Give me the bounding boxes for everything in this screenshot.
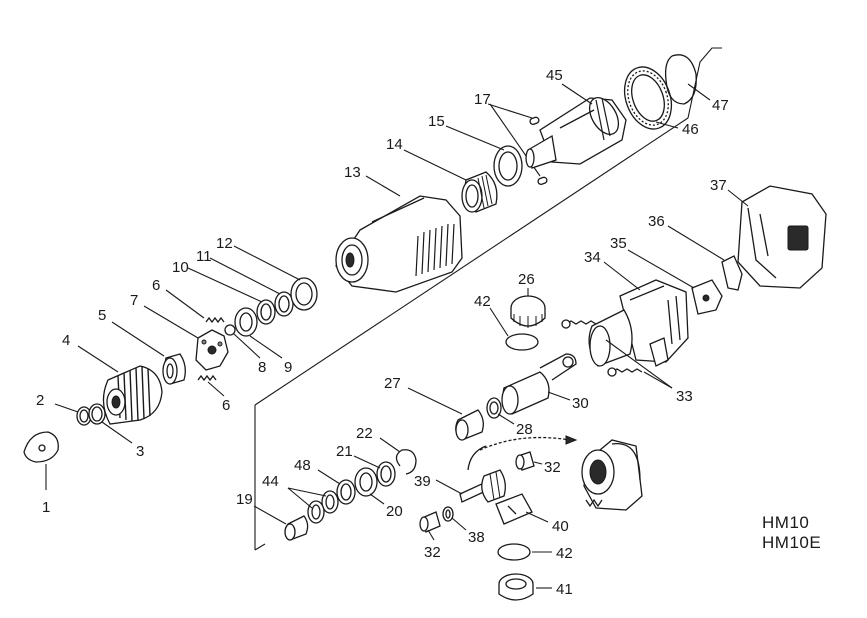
- label-part-37: 37: [710, 177, 727, 194]
- model-label-hm10: HM10: [762, 513, 810, 532]
- label-part-3: 3: [136, 443, 144, 460]
- label-part-13: 13: [344, 164, 361, 181]
- label-part-22: 22: [356, 425, 373, 442]
- part-11-washer: [209, 257, 294, 317]
- label-part-32-upper: 32: [544, 459, 561, 476]
- part-21-washer: [353, 455, 396, 487]
- part-17-pins: [487, 103, 548, 185]
- label-part-41: 41: [556, 581, 573, 598]
- label-part-27: 27: [384, 375, 401, 392]
- label-part-20: 20: [386, 503, 403, 520]
- label-part-12: 12: [216, 235, 233, 252]
- part-12-bearing: [233, 245, 318, 311]
- label-part-8: 8: [258, 359, 266, 376]
- part-4-chuck-sleeve: [77, 345, 163, 425]
- label-part-42-lower: 42: [556, 545, 573, 562]
- part-38-ring: [442, 506, 467, 531]
- label-part-4: 4: [62, 332, 70, 349]
- part-32-bushing-lower: [419, 511, 441, 541]
- label-part-30: 30: [572, 395, 589, 412]
- part-32-bushing-upper: [515, 451, 543, 471]
- label-part-34: 34: [584, 249, 601, 266]
- part-47-circlip: [664, 54, 711, 105]
- label-part-1: 1: [42, 499, 50, 516]
- part-40-plate: [495, 493, 549, 525]
- label-part-33: 33: [676, 388, 693, 405]
- part-19-bushing: [253, 505, 309, 541]
- label-part-21: 21: [336, 443, 353, 460]
- label-part-9: 9: [284, 359, 292, 376]
- label-part-5: 5: [98, 307, 106, 324]
- part-30-piston: [501, 353, 577, 415]
- part-15-washer: [445, 125, 523, 187]
- part-7-drive-plate: [143, 305, 229, 371]
- label-part-45: 45: [546, 67, 563, 84]
- part-35-switch: [627, 249, 723, 315]
- label-part-26: 26: [518, 271, 535, 288]
- part-33-screws: [561, 319, 673, 389]
- label-part-6-upper: 6: [152, 277, 160, 294]
- part-8-ball: [224, 324, 261, 359]
- part-6-spring-lower: [197, 374, 225, 397]
- part-41-cap: [498, 573, 552, 601]
- part-9-ring: [234, 307, 283, 359]
- part-45-tool-holder: [525, 83, 627, 169]
- part-34-motor-housing: [588, 261, 689, 367]
- part-44-washers: [287, 487, 339, 524]
- part-labels: 1 2 3 4 5 6 6 7 8 9 10 11 12 13 14 15 17…: [36, 67, 729, 598]
- part-46-gear-ring: [623, 66, 679, 130]
- model-label-hm10e: HM10E: [762, 533, 822, 552]
- label-part-10: 10: [172, 259, 189, 276]
- part-6-spring-upper: [165, 289, 225, 324]
- label-part-19: 19: [236, 491, 253, 508]
- label-part-17: 17: [474, 91, 491, 108]
- part-13-front-housing: [335, 175, 463, 293]
- label-part-35: 35: [610, 235, 627, 252]
- part-14-needle-bearing: [403, 149, 498, 213]
- part-20-bearing: [354, 467, 385, 505]
- label-part-47: 47: [712, 97, 729, 114]
- part-1-end-cap: [23, 431, 59, 490]
- label-part-39: 39: [414, 473, 431, 490]
- part-42-o-ring-upper: [489, 307, 539, 351]
- label-part-14: 14: [386, 136, 403, 153]
- gear-housing-lower: [581, 439, 643, 511]
- part-36-switch-lever: [667, 225, 743, 291]
- label-part-48: 48: [294, 457, 311, 474]
- label-part-38: 38: [468, 529, 485, 546]
- part-26-cap: [510, 288, 546, 328]
- part-37-rear-cover: [727, 185, 827, 289]
- part-10-washer: [187, 267, 276, 325]
- label-part-42-upper: 42: [474, 293, 491, 310]
- assembly-guide-lines: [254, 47, 722, 551]
- label-part-44: 44: [262, 473, 279, 490]
- part-48-washer: [317, 469, 356, 505]
- label-part-2: 2: [36, 392, 44, 409]
- part-22-circlip: [379, 437, 417, 475]
- label-part-36: 36: [648, 213, 665, 230]
- part-27-striker: [407, 387, 484, 441]
- part-5-sleeve: [111, 321, 186, 385]
- label-part-32-lower: 32: [424, 544, 441, 561]
- label-part-28: 28: [516, 421, 533, 438]
- label-part-11: 11: [196, 248, 212, 265]
- label-part-40: 40: [552, 518, 569, 535]
- part-2-ring: [54, 403, 92, 426]
- label-part-7: 7: [130, 292, 138, 309]
- label-part-15: 15: [428, 113, 445, 130]
- part-28-ring: [486, 397, 515, 425]
- part-39-crank-shaft: [435, 435, 578, 503]
- label-part-6-lower: 6: [222, 397, 230, 414]
- label-part-46: 46: [682, 121, 699, 138]
- part-42-o-ring-lower: [497, 543, 552, 561]
